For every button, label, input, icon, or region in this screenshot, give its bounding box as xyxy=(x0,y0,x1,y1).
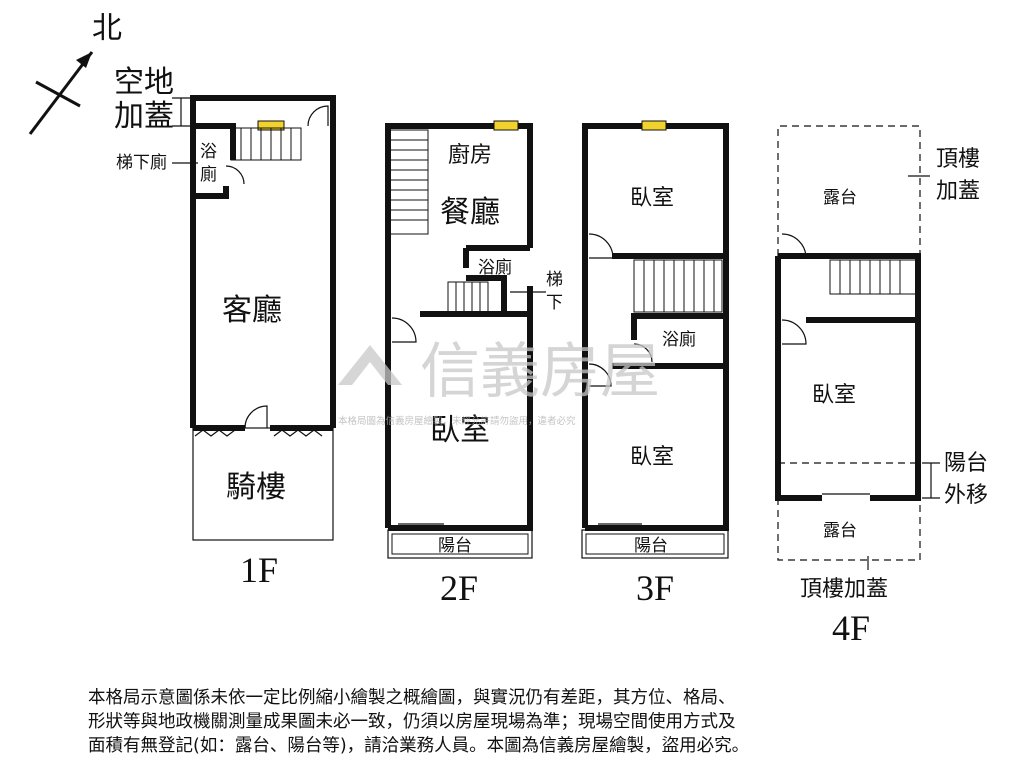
stair-1f xyxy=(230,127,302,161)
watermark-notice: 本格局圖為信義房屋繪製，未經允許請勿盜用，違者必究 xyxy=(338,415,576,427)
floor-1f: 空地 加蓋 浴 廁 梯下廁 客廳 xyxy=(114,65,336,590)
room-1f-arcade: 騎樓 xyxy=(226,470,286,505)
room-1f-bath-1: 浴 xyxy=(200,142,217,162)
note-roof-addition-2: 加蓋 xyxy=(936,179,980,204)
note-under-stair-1: 梯 xyxy=(546,270,563,290)
note-roof-addition-1: 頂樓 xyxy=(936,147,980,172)
note-addition-line1: 空地 xyxy=(114,65,174,100)
room-3f-balcony: 陽台 xyxy=(634,536,668,556)
room-2f-bedroom: 臥室 xyxy=(430,413,490,448)
room-2f-balcony: 陽台 xyxy=(438,536,472,556)
note-stair-toilet: 梯下廁 xyxy=(116,152,167,173)
room-3f-bath: 浴廁 xyxy=(662,329,696,350)
stair-2f xyxy=(389,129,429,235)
note-under-stair-2: 下 xyxy=(546,293,563,313)
floor-label-2f: 2F xyxy=(440,568,478,608)
room-3f-bedroom-back: 臥室 xyxy=(630,445,674,470)
floor-3f: 臥室 浴廁 臥室 陽台 3F xyxy=(581,120,729,608)
stair-2f-small xyxy=(447,281,489,313)
room-3f-bedroom-front: 臥室 xyxy=(630,186,674,211)
watermark-brand: 信義房屋 xyxy=(420,337,660,407)
note-addition-line2: 加蓋 xyxy=(114,99,174,134)
north-label: 北 xyxy=(92,11,122,46)
room-1f-bath-2: 廁 xyxy=(200,164,217,185)
floor-label-4f: 4F xyxy=(832,608,870,648)
room-1f-living: 客廳 xyxy=(222,293,282,328)
floor-label-3f: 3F xyxy=(636,568,674,608)
disclaimer-line-2: 形狀等與地政機關測量成果圖未必一致，仍須以房屋現場為準；現場空間使用方式及 xyxy=(88,712,736,732)
disclaimer-line-1: 本格局示意圖係未依一定比例縮小繪製之概繪圖，與實況仍有差距，其方位、格局、 xyxy=(88,688,736,708)
note-balcony-moved-1: 陽台 xyxy=(944,451,988,476)
floor-4f: 露台 頂樓 加蓋 臥室 陽台 外移 露台 頂樓加蓋 4F xyxy=(775,125,988,648)
room-2f-bath: 浴廁 xyxy=(478,257,512,278)
room-4f-bedroom: 臥室 xyxy=(812,383,856,408)
disclaimer-line-3: 面積有無登記(如：露台、陽台等)，請洽業務人員。本圖為信義房屋繪製，盜用必究。 xyxy=(88,736,750,756)
floor-plan-diagram: 北 空地 加蓋 浴 廁 梯下廁 xyxy=(28,11,988,648)
room-2f-dining: 餐廳 xyxy=(440,195,500,230)
disclaimer: 本格局示意圖係未依一定比例縮小繪製之概繪圖，與實況仍有差距，其方位、格局、 形狀… xyxy=(88,686,948,758)
room-4f-terrace-bottom: 露台 xyxy=(823,521,857,541)
stair-3f xyxy=(633,259,723,313)
floor-2f: 廚房 餐廳 浴廁 梯 下 臥室 陽台 2F xyxy=(385,120,563,608)
stair-4f xyxy=(829,259,917,295)
note-balcony-moved-2: 外移 xyxy=(944,483,988,508)
room-2f-kitchen: 廚房 xyxy=(448,143,492,168)
floor-label-1f: 1F xyxy=(240,550,278,590)
note-roof-addition-bottom: 頂樓加蓋 xyxy=(800,577,888,602)
watermark: 信義房屋 本格局圖為信義房屋繪製，未經允許請勿盜用，違者必究 xyxy=(338,337,660,427)
room-4f-terrace-top: 露台 xyxy=(823,188,857,208)
north-arrow: 北 xyxy=(28,11,122,135)
